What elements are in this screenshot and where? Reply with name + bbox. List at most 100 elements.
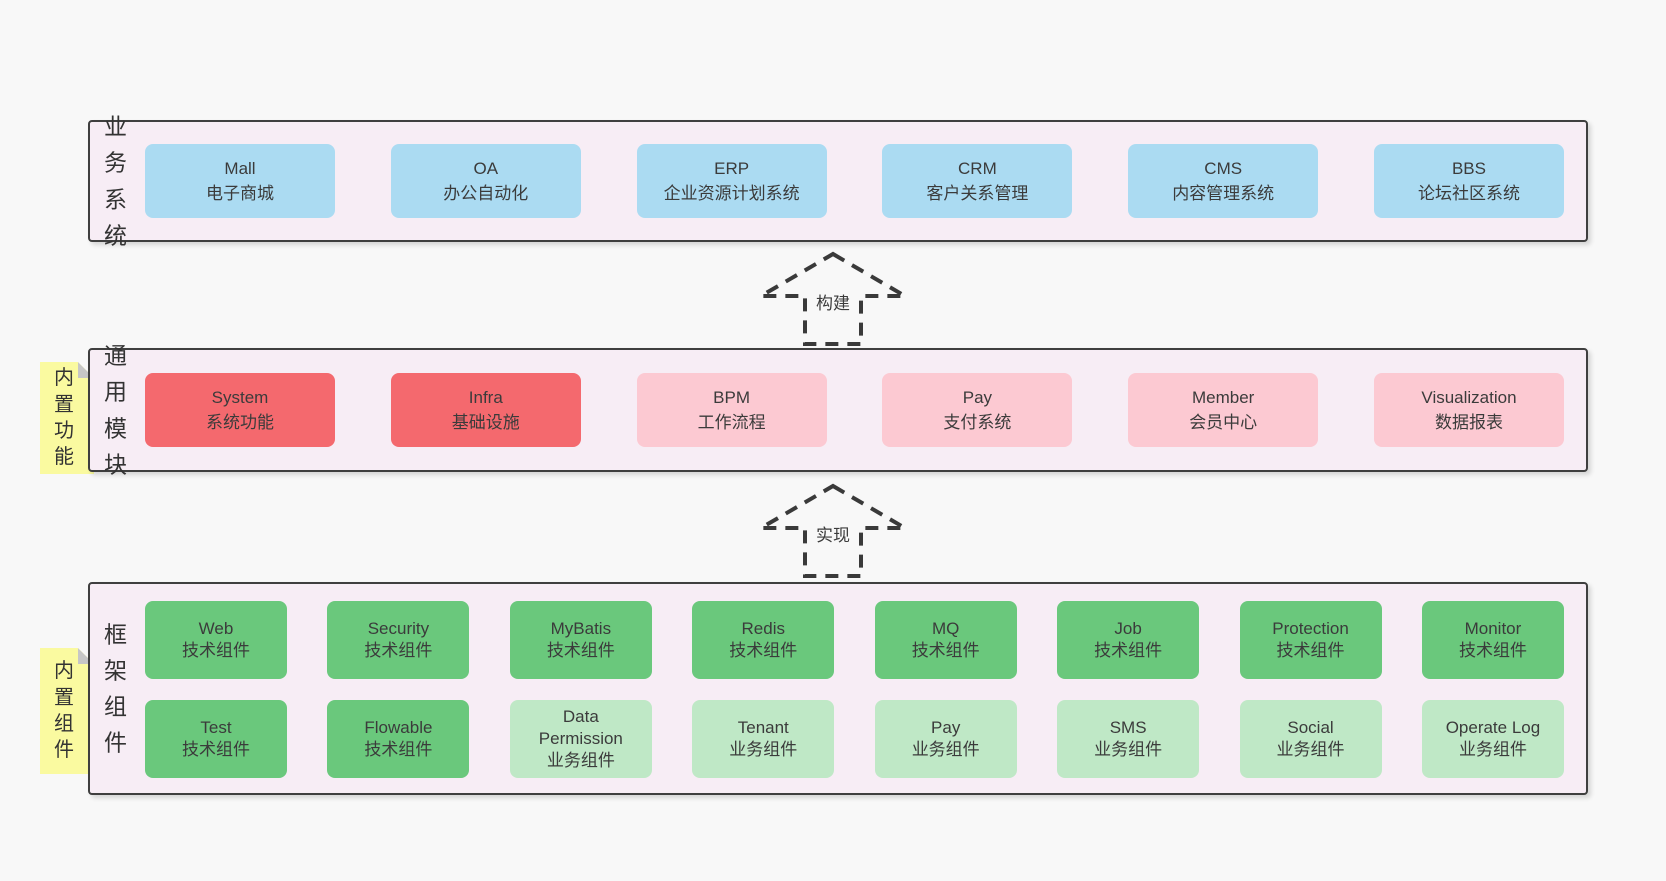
arrow-implement: 实现 xyxy=(743,482,923,580)
box-title: ERP xyxy=(714,158,750,178)
box-title: Pay xyxy=(962,387,993,407)
panel-label-business: 业务系统 xyxy=(104,113,127,249)
box-subtitle: 技术组件 xyxy=(364,740,433,759)
box-title: Data Permission xyxy=(538,706,623,748)
arrow-build: 构建 xyxy=(743,250,923,348)
box-pay-biz: Pay 业务组件 xyxy=(874,700,1017,778)
box-social: Social 业务组件 xyxy=(1239,700,1382,778)
box-tenant: Tenant 业务组件 xyxy=(692,700,835,778)
arrow-build-label: 构建 xyxy=(811,288,855,315)
box-data-permission: Data Permission 业务组件 xyxy=(509,700,652,778)
box-crm: CRM 客户关系管理 xyxy=(882,144,1073,218)
box-subtitle: 业务组件 xyxy=(546,751,615,771)
box-subtitle: 业务组件 xyxy=(911,740,980,759)
box-subtitle: 数据报表 xyxy=(1434,413,1503,432)
box-infra: Infra 基础设施 xyxy=(390,373,581,447)
panel-label-modules: 通用模块 xyxy=(104,342,127,478)
box-redis: Redis 技术组件 xyxy=(692,601,835,679)
box-title: Web xyxy=(198,618,234,638)
box-mq: MQ 技术组件 xyxy=(874,601,1017,679)
box-mall: Mall 电子商城 xyxy=(145,144,335,218)
box-title: MyBatis xyxy=(550,618,612,638)
panel-business-systems: 业务系统 Mall 电子商城 OA 办公自动化 ERP 企业资源计划系统 CRM… xyxy=(88,113,1588,248)
dashed-up-arrow-icon xyxy=(753,251,913,346)
box-member: Member 会员中心 xyxy=(1128,373,1319,447)
box-bbs: BBS 论坛社区系统 xyxy=(1373,144,1564,218)
box-subtitle: 业务组件 xyxy=(1276,740,1345,759)
box-visualization: Visualization 数据报表 xyxy=(1373,373,1564,447)
box-title: Operate Log xyxy=(1445,717,1541,737)
box-subtitle: 系统功能 xyxy=(206,413,274,432)
box-title: OA xyxy=(473,158,499,178)
box-subtitle: 技术组件 xyxy=(182,641,250,660)
box-title: Social xyxy=(1287,717,1334,737)
box-title: Protection xyxy=(1272,618,1349,638)
sticky-note-builtin-components: 内置组件 xyxy=(40,648,94,774)
box-title: Flowable xyxy=(364,717,433,737)
panel-label-components: 框架组件 xyxy=(104,620,127,756)
box-flowable: Flowable 技术组件 xyxy=(327,700,470,778)
box-subtitle: 业务组件 xyxy=(1094,740,1163,759)
box-job: Job 技术组件 xyxy=(1057,601,1200,679)
box-title: Tenant xyxy=(737,717,789,737)
box-subtitle: 技术组件 xyxy=(1094,641,1163,660)
box-subtitle: 电子商城 xyxy=(206,184,274,203)
sticky-label: 内置组件 xyxy=(54,660,74,762)
box-subtitle: 客户关系管理 xyxy=(926,184,1029,203)
box-title: System xyxy=(211,387,269,407)
box-system: System 系统功能 xyxy=(145,373,335,447)
box-title: BPM xyxy=(713,387,751,407)
box-title: SMS xyxy=(1109,717,1147,737)
box-title: Visualization xyxy=(1421,387,1517,407)
box-subtitle: 技术组件 xyxy=(1458,641,1527,660)
box-subtitle: 业务组件 xyxy=(1458,740,1527,759)
box-oa: OA 办公自动化 xyxy=(390,144,581,218)
business-box-row: Mall 电子商城 OA 办公自动化 ERP 企业资源计划系统 CRM 客户关系… xyxy=(145,144,1564,218)
box-title: Member xyxy=(1192,387,1255,407)
box-subtitle: 技术组件 xyxy=(364,641,433,660)
box-operate-log: Operate Log 业务组件 xyxy=(1421,700,1564,778)
box-subtitle: 技术组件 xyxy=(911,641,980,660)
panel-common-modules: 通用模块 System 系统功能 Infra 基础设施 BPM 工作流程 Pay… xyxy=(88,342,1588,477)
sticky-label: 内置功能 xyxy=(54,367,74,469)
box-title: CRM xyxy=(958,158,997,178)
box-bpm: BPM 工作流程 xyxy=(636,373,827,447)
box-title: Pay xyxy=(931,717,961,737)
box-title: Security xyxy=(367,618,430,638)
box-subtitle: 内容管理系统 xyxy=(1172,184,1275,203)
box-subtitle: 企业资源计划系统 xyxy=(663,184,800,203)
components-row-2: Test 技术组件 Flowable 技术组件 Data Permission … xyxy=(145,700,1564,778)
box-title: Monitor xyxy=(1464,618,1522,638)
box-subtitle: 办公自动化 xyxy=(443,184,529,203)
box-subtitle: 会员中心 xyxy=(1189,413,1258,432)
box-subtitle: 论坛社区系统 xyxy=(1417,184,1520,203)
box-title: Job xyxy=(1114,618,1142,638)
box-subtitle: 工作流程 xyxy=(697,413,766,432)
box-sms: SMS 业务组件 xyxy=(1057,700,1200,778)
box-cms: CMS 内容管理系统 xyxy=(1128,144,1319,218)
box-pay: Pay 支付系统 xyxy=(882,373,1073,447)
box-title: MQ xyxy=(931,618,960,638)
box-erp: ERP 企业资源计划系统 xyxy=(636,144,827,218)
modules-box-row: System 系统功能 Infra 基础设施 BPM 工作流程 Pay 支付系统… xyxy=(145,373,1564,447)
box-title: CMS xyxy=(1204,158,1243,178)
box-subtitle: 技术组件 xyxy=(1276,641,1345,660)
box-subtitle: 支付系统 xyxy=(943,413,1012,432)
arrow-implement-label: 实现 xyxy=(811,520,855,547)
box-monitor: Monitor 技术组件 xyxy=(1421,601,1564,679)
box-title: Mall xyxy=(224,158,256,178)
box-title: Redis xyxy=(741,618,785,638)
box-web: Web 技术组件 xyxy=(145,601,287,679)
box-subtitle: 业务组件 xyxy=(729,740,798,759)
box-title: Test xyxy=(200,717,232,737)
box-subtitle: 基础设施 xyxy=(451,413,520,432)
box-test: Test 技术组件 xyxy=(145,700,287,778)
box-subtitle: 技术组件 xyxy=(729,641,798,660)
box-subtitle: 技术组件 xyxy=(182,740,250,759)
components-grid: Web 技术组件 Security 技术组件 MyBatis 技术组件 Redi… xyxy=(145,601,1564,778)
box-protection: Protection 技术组件 xyxy=(1239,601,1382,679)
sticky-note-builtin-features: 内置功能 xyxy=(40,362,94,474)
box-mybatis: MyBatis 技术组件 xyxy=(509,601,652,679)
box-security: Security 技术组件 xyxy=(327,601,470,679)
